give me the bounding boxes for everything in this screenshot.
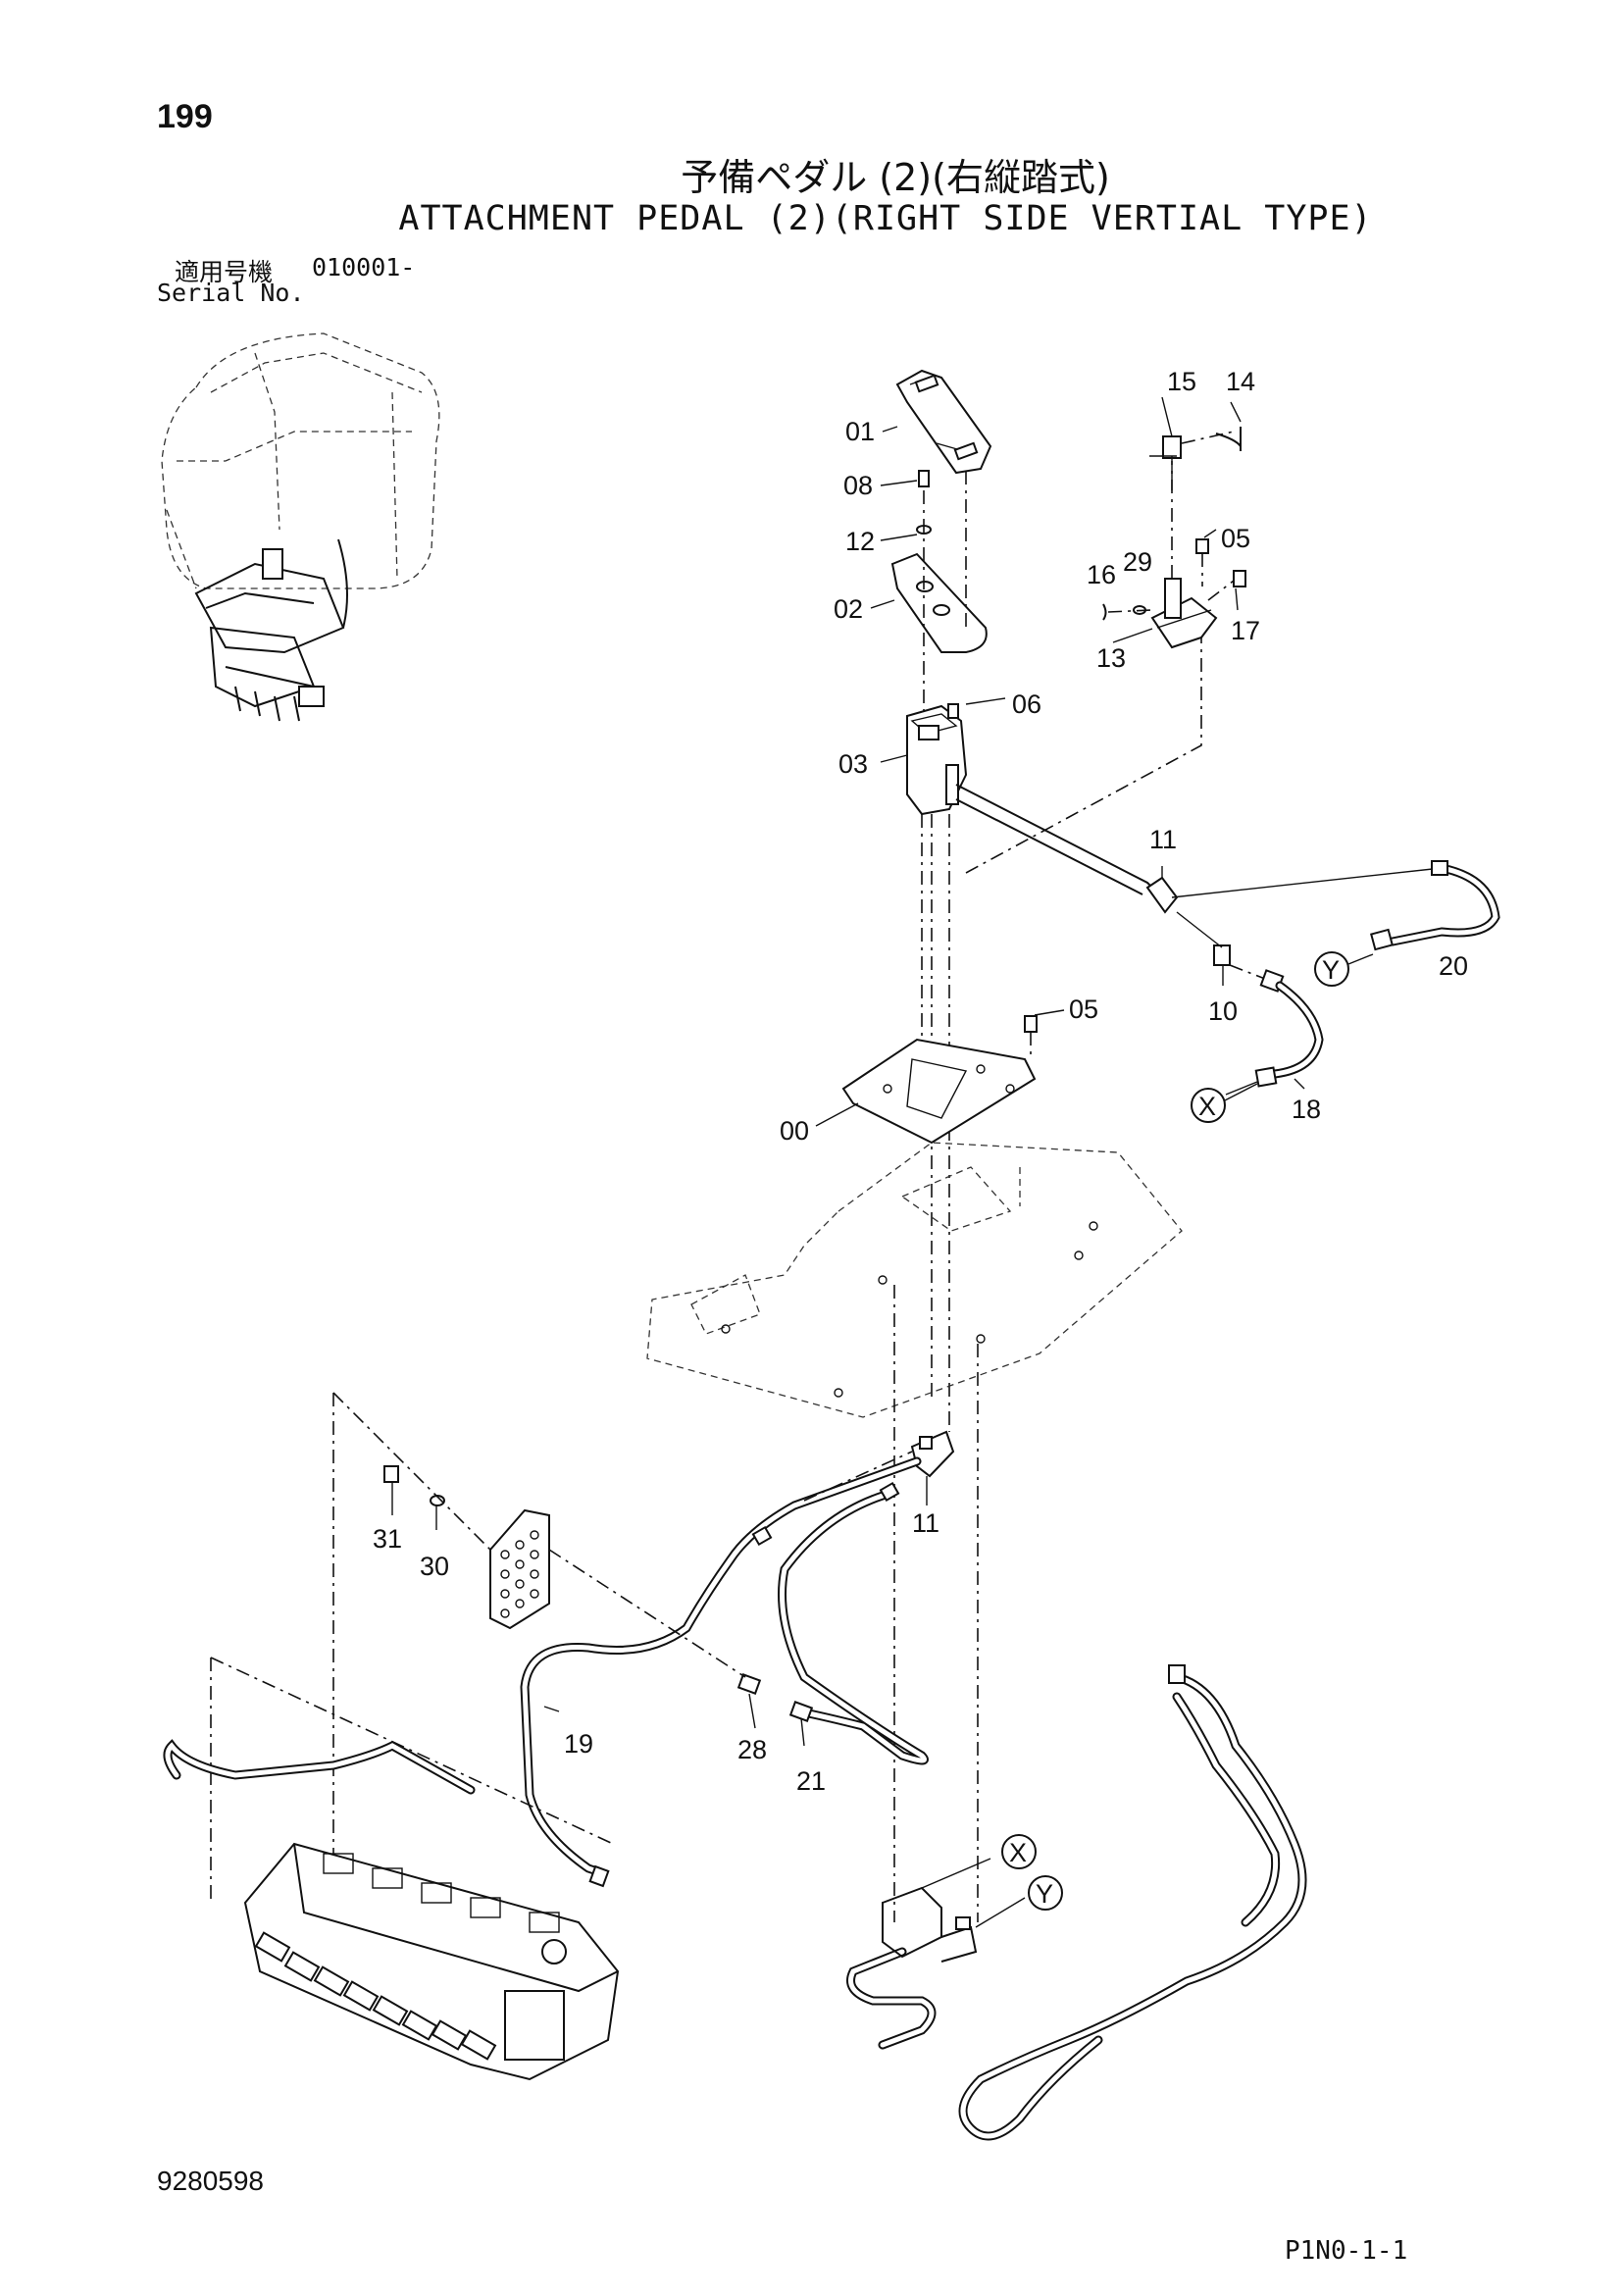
pedal-valve-03 bbox=[906, 704, 968, 816]
fitting-28 bbox=[736, 1673, 762, 1695]
callout-x-bottom: X bbox=[1001, 1834, 1037, 1869]
label-11-lower: 11 bbox=[912, 1508, 939, 1538]
page-code: P1N0-1-1 bbox=[1285, 2236, 1408, 2266]
svg-text:X: X bbox=[1198, 1092, 1216, 1121]
label-29: 29 bbox=[1123, 547, 1152, 577]
pedal-plate-02 bbox=[890, 552, 988, 653]
pin-16 bbox=[1102, 603, 1107, 621]
control-valve-plate bbox=[489, 1508, 550, 1630]
bracket-15 bbox=[1162, 435, 1182, 459]
serial-label-japanese: 適用号機 bbox=[175, 258, 274, 286]
pedal-01 bbox=[895, 369, 992, 475]
label-16: 16 bbox=[1087, 560, 1116, 589]
label-05-top: 05 bbox=[1221, 524, 1250, 553]
label-14: 14 bbox=[1226, 367, 1255, 396]
label-03: 03 bbox=[838, 749, 868, 779]
spring-14 bbox=[1215, 427, 1242, 451]
bolt-08 bbox=[918, 470, 930, 487]
fitting-21 bbox=[788, 1701, 814, 1722]
serial-value: 010001- bbox=[312, 253, 416, 281]
title-english: ATTACHMENT PEDAL (2)(RIGHT SIDE VERTIAL … bbox=[398, 199, 1373, 238]
cab-floor-plate bbox=[646, 1142, 1183, 1418]
pin-17 bbox=[1233, 570, 1246, 587]
pilot-hose-loop bbox=[846, 1664, 1307, 2141]
label-00: 00 bbox=[780, 1116, 809, 1146]
document-number: 9280598 bbox=[157, 2166, 265, 2196]
label-15: 15 bbox=[1167, 367, 1196, 396]
label-05-lower: 05 bbox=[1069, 995, 1098, 1024]
label-11-top: 11 bbox=[1149, 825, 1177, 854]
label-01: 01 bbox=[845, 417, 875, 446]
title-japanese: 予備ペダル (2)(右縦踏式) bbox=[681, 156, 1110, 199]
label-18: 18 bbox=[1292, 1095, 1321, 1124]
label-21: 21 bbox=[796, 1766, 826, 1796]
svg-text:Y: Y bbox=[1036, 1879, 1053, 1909]
cab-overview-illustration bbox=[161, 332, 440, 722]
callout-y-bottom: Y bbox=[1028, 1875, 1063, 1911]
fitting-10 bbox=[1213, 944, 1231, 966]
serial-label-english: Serial No. bbox=[157, 279, 305, 307]
label-12: 12 bbox=[845, 527, 875, 556]
bolt-05-lower bbox=[1024, 1015, 1038, 1033]
label-19: 19 bbox=[564, 1729, 593, 1759]
label-06: 06 bbox=[1012, 689, 1041, 719]
label-28: 28 bbox=[737, 1735, 767, 1764]
label-30: 30 bbox=[420, 1552, 449, 1581]
label-20: 20 bbox=[1439, 951, 1468, 981]
fitting-11-lower bbox=[910, 1430, 955, 1478]
label-08: 08 bbox=[843, 471, 873, 500]
callout-y-top: Y bbox=[1314, 951, 1374, 987]
label-31: 31 bbox=[373, 1524, 402, 1554]
label-13: 13 bbox=[1096, 643, 1126, 673]
label-17: 17 bbox=[1231, 616, 1260, 645]
bolt-05-top bbox=[1195, 538, 1209, 554]
callout-x-mid: X bbox=[1191, 1083, 1258, 1123]
bolt-06 bbox=[947, 703, 959, 719]
leader-lines bbox=[391, 396, 1305, 1747]
bracket-13 bbox=[1150, 578, 1218, 649]
floor-plate-00 bbox=[841, 1038, 1037, 1145]
label-02: 02 bbox=[834, 594, 863, 624]
label-10: 10 bbox=[1208, 996, 1238, 1026]
page-number: 199 bbox=[157, 98, 213, 135]
svg-text:X: X bbox=[1009, 1838, 1027, 1867]
nut-31 bbox=[383, 1465, 399, 1483]
control-valve bbox=[163, 1657, 620, 2081]
svg-text:Y: Y bbox=[1322, 955, 1340, 985]
